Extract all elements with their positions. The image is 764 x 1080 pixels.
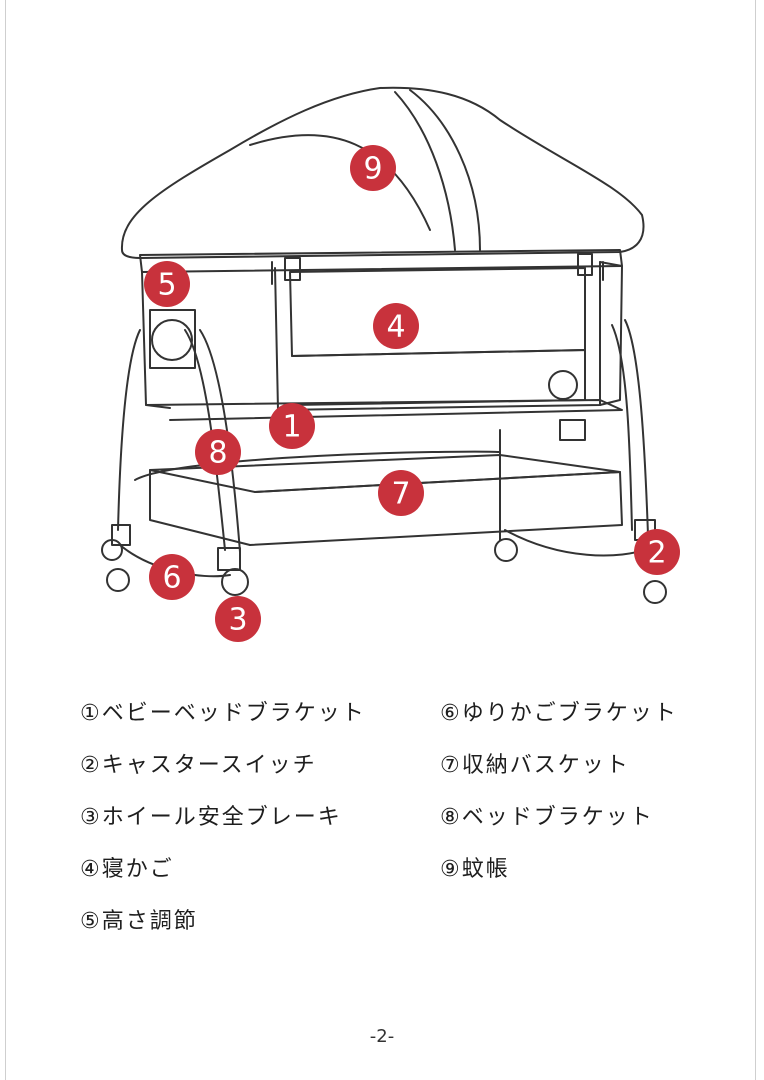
leg-center-clip: [559, 419, 586, 441]
badge-7: 7: [378, 470, 424, 516]
leg-right: [624, 319, 649, 536]
svg-text:2: 2: [647, 536, 666, 571]
leg-left-inner: [184, 329, 226, 551]
svg-text:3: 3: [228, 603, 247, 638]
basket-front: [249, 471, 623, 546]
legend-item-1: ①ベビーベッドブラケット: [80, 701, 366, 726]
canopy: [120, 86, 645, 259]
leg-right-2: [611, 324, 633, 531]
foot-mid: [217, 547, 241, 571]
bed-panel: [289, 267, 586, 357]
height-adjuster: [149, 309, 196, 369]
basket-left: [149, 469, 251, 546]
basket-bar: [134, 450, 501, 481]
svg-text:7: 7: [391, 477, 410, 512]
badge-8: 8: [195, 429, 241, 475]
bed-window: [548, 370, 578, 400]
wheel-5: [643, 580, 667, 604]
bed-clip-left: [284, 257, 301, 281]
bed-clip-right: [577, 253, 593, 276]
canopy-rib-3: [249, 134, 431, 231]
canopy-rib-1: [394, 91, 456, 251]
badge-1: 1: [269, 403, 315, 449]
bassinet-diagram: 9 5 4 1 8 7 2 6 3: [101, 86, 680, 642]
legend-item-6: ⑥ゆりかごブラケット: [440, 701, 678, 726]
legend-item-8: ⑧ベッドブラケット: [440, 805, 654, 830]
badge-6: 6: [149, 554, 195, 600]
page-border-left: [5, 0, 6, 1080]
legend-item-4: ④寝かご: [80, 857, 174, 882]
badge-9: 9: [350, 145, 396, 191]
leg-left-inner-2: [199, 329, 241, 553]
canopy-rib-2: [409, 89, 481, 251]
legend-item-9: ⑨蚊帳: [440, 857, 510, 882]
page-number: -2-: [369, 1026, 395, 1047]
wheel-2: [106, 568, 130, 592]
page-border-right: [755, 0, 756, 1080]
svg-text:9: 9: [363, 152, 382, 187]
svg-text:1: 1: [282, 410, 301, 445]
legend-item-2: ②キャスタースイッチ: [80, 753, 317, 778]
bed-bottom: [145, 399, 623, 421]
foot-left: [111, 524, 131, 546]
rocker-right: [504, 529, 651, 557]
bed-panel-lower: [291, 349, 586, 406]
leg-left-outer: [117, 329, 141, 531]
adjuster-knob: [151, 319, 193, 361]
legend-item-3: ③ホイール安全ブレーキ: [80, 805, 342, 830]
badge-4: 4: [373, 303, 419, 349]
legend-item-5: ⑤高さ調節: [80, 909, 198, 934]
badge-2: 2: [634, 529, 680, 575]
badge-3: 3: [215, 596, 261, 642]
wheel-1: [101, 539, 123, 561]
legend-item-7: ⑦収納バスケット: [440, 753, 630, 778]
bed-right-side: [599, 261, 623, 406]
badge-5: 5: [144, 261, 190, 307]
svg-text:4: 4: [386, 310, 405, 345]
bed-front: [274, 261, 601, 411]
svg-text:5: 5: [157, 268, 176, 303]
svg-text:6: 6: [162, 561, 181, 596]
wheel-3: [221, 568, 249, 596]
wheel-4: [494, 538, 518, 562]
svg-text:8: 8: [208, 436, 227, 471]
